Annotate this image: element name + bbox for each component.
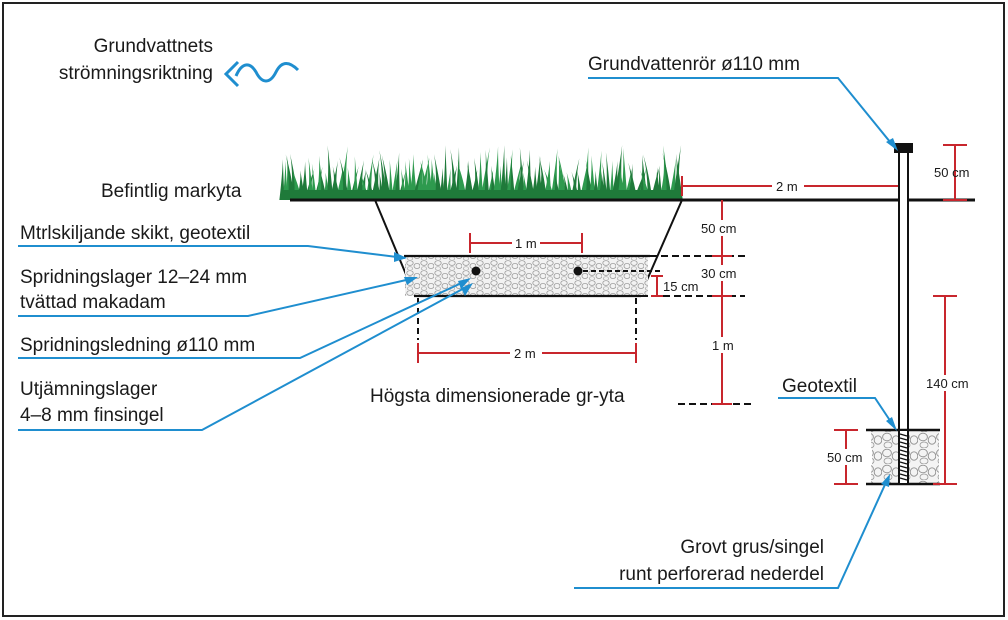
grass-icon bbox=[279, 144, 683, 200]
dim-30cm: 30 cm bbox=[701, 266, 736, 281]
leader-lines bbox=[18, 77, 896, 589]
flow-label-line2: strömningsriktning bbox=[59, 63, 213, 84]
pipe-cap-icon bbox=[894, 143, 913, 153]
geotextil-label: Geotextil bbox=[782, 376, 857, 397]
pipe-label: Grundvattenrör ø110 mm bbox=[588, 54, 800, 75]
dim-50cm: 50 cm bbox=[701, 221, 736, 236]
spreading-layer-label-line1: Spridningslager 12–24 mm bbox=[20, 267, 247, 288]
dim-1m-top: 1 m bbox=[515, 236, 537, 251]
perforated-section bbox=[898, 429, 909, 485]
labels: Grundvattnets strömningsriktning Grundva… bbox=[20, 36, 857, 585]
geotextile-layer-label: Mtrlskiljande skikt, geotextil bbox=[20, 223, 250, 244]
gravel-label-line1: Grovt grus/singel bbox=[680, 537, 824, 558]
spreading-layer-label-line2: tvättad makadam bbox=[20, 292, 166, 313]
dim-50cm-gravel: 50 cm bbox=[827, 450, 862, 465]
dimension-labels: 2 m 50 cm 1 m 50 cm 30 cm 15 cm 2 m 1 m … bbox=[510, 165, 973, 465]
dim-1m-side: 1 m bbox=[712, 338, 734, 353]
dim-15cm: 15 cm bbox=[663, 279, 698, 294]
surface-label: Befintlig markyta bbox=[101, 181, 242, 202]
spreading-layer-fill bbox=[405, 256, 648, 296]
dim-50cm-right: 50 cm bbox=[934, 165, 969, 180]
dim-2m-top: 2 m bbox=[776, 179, 798, 194]
dim-140cm: 140 cm bbox=[926, 376, 969, 391]
dim-2m-bottom: 2 m bbox=[514, 346, 536, 361]
gravel-label-line2: runt perforerad nederdel bbox=[619, 564, 824, 585]
perforation-marks bbox=[899, 433, 908, 481]
flow-label-line1: Grundvattnets bbox=[94, 36, 213, 57]
flow-direction-icon bbox=[223, 60, 300, 88]
spreading-pipe-left-icon bbox=[471, 266, 481, 276]
leader-arrowheads bbox=[394, 138, 898, 487]
spreading-pipe-label: Spridningsledning ø110 mm bbox=[20, 335, 255, 356]
spreading-pipe-right-icon bbox=[573, 266, 583, 276]
leveling-label-line1: Utjämningslager bbox=[20, 379, 158, 400]
highest-gw-label: Högsta dimensionerade gr-yta bbox=[370, 386, 625, 407]
leveling-label-line2: 4–8 mm finsingel bbox=[20, 405, 164, 426]
